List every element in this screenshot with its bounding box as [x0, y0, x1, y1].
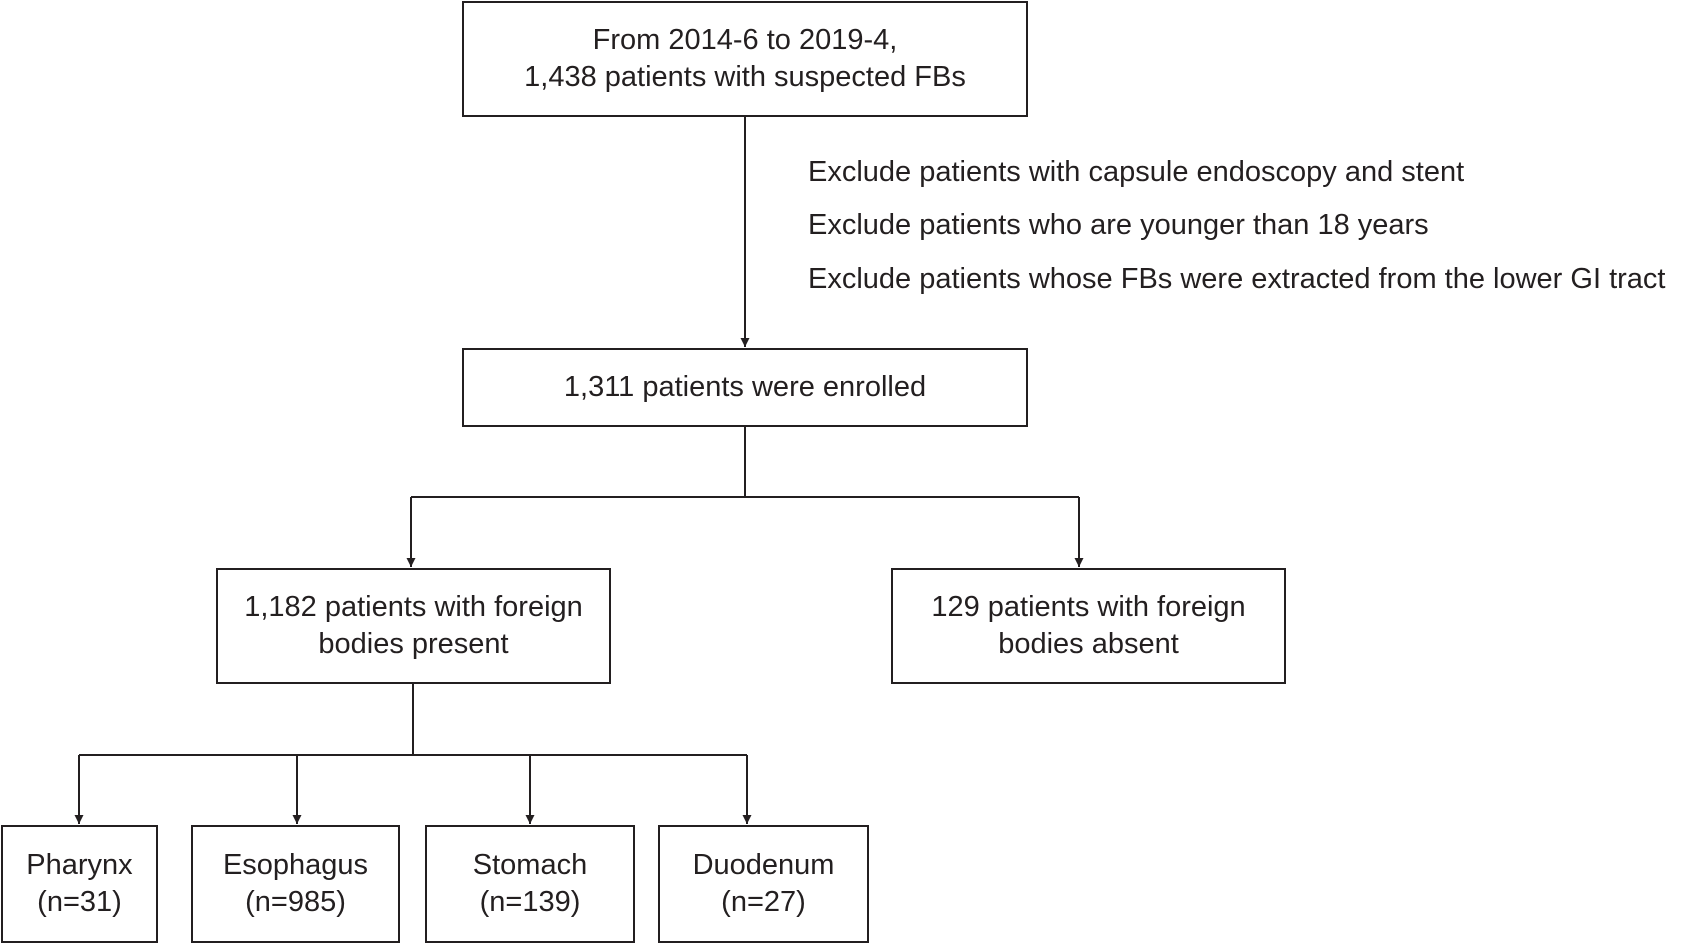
fb-absent-box: 129 patients with foreign bodies absent	[891, 568, 1286, 684]
fb-present-line1: 1,182 patients with foreign	[244, 591, 583, 623]
enrolled-box: 1,311 patients were enrolled	[462, 348, 1028, 427]
site-count: (n=139)	[479, 886, 581, 918]
site-box-stomach: Stomach (n=139)	[425, 825, 635, 943]
site-box-esophagus: Esophagus (n=985)	[191, 825, 400, 943]
start-box-line1: From 2014-6 to 2019-4,	[592, 24, 898, 56]
fb-absent-line2: bodies absent	[998, 628, 1179, 660]
site-box-pharynx: Pharynx (n=31)	[1, 825, 158, 943]
site-name: Pharynx	[26, 849, 133, 881]
site-name: Esophagus	[222, 849, 369, 881]
site-box-duodenum: Duodenum (n=27)	[658, 825, 869, 943]
fb-present-line2: bodies present	[318, 628, 509, 660]
site-count: (n=985)	[245, 886, 346, 918]
site-count: (n=31)	[37, 886, 122, 918]
fb-present-box: 1,182 patients with foreign bodies prese…	[216, 568, 611, 684]
exclusion-age: Exclude patients who are younger than 18…	[808, 209, 1429, 241]
start-box: From 2014-6 to 2019-4, 1,438 patients wi…	[462, 1, 1028, 117]
site-name: Stomach	[472, 849, 588, 881]
start-box-line2: 1,438 patients with suspected FBs	[524, 61, 966, 93]
enrolled-box-text: 1,311 patients were enrolled	[563, 371, 927, 403]
site-name: Duodenum	[692, 849, 835, 881]
exclusion-capsule-stent: Exclude patients with capsule endoscopy …	[808, 156, 1465, 188]
exclusion-lower-gi: Exclude patients whose FBs were extracte…	[808, 263, 1666, 295]
site-count: (n=27)	[721, 886, 806, 918]
fb-absent-line1: 129 patients with foreign	[931, 591, 1246, 623]
